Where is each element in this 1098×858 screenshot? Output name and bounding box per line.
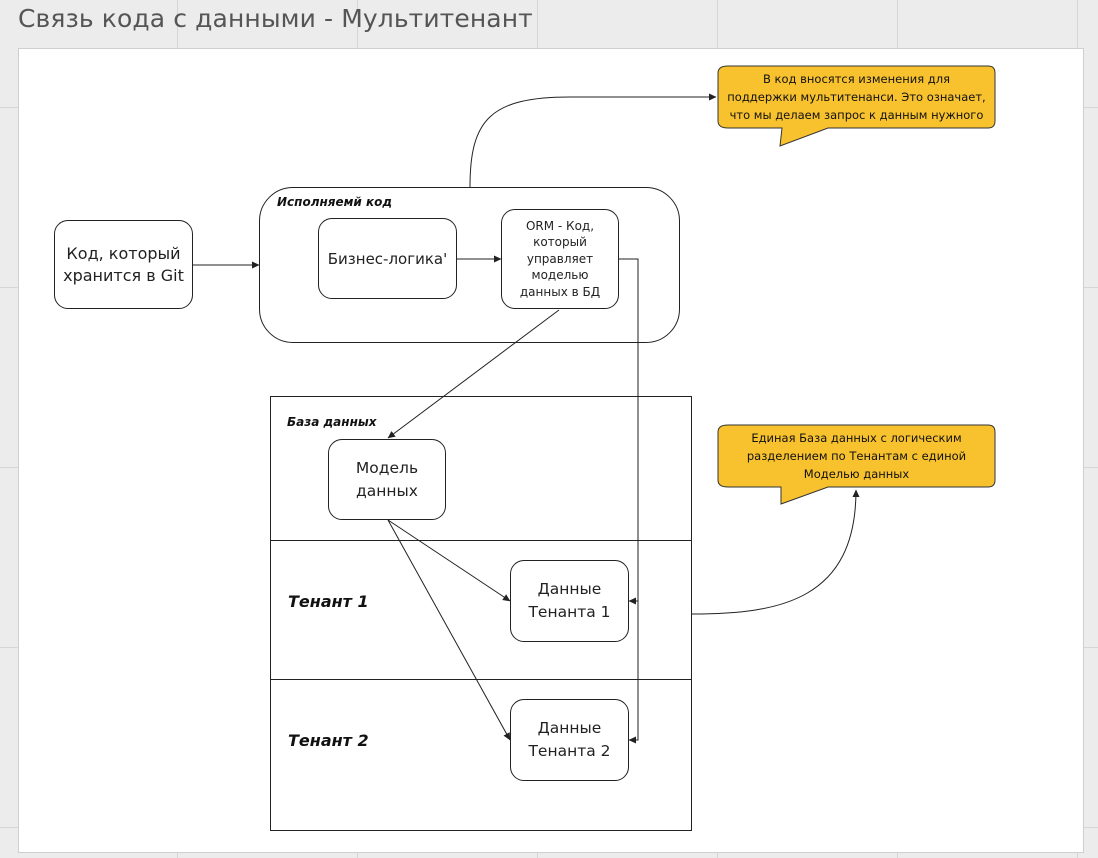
data-model-node[interactable]: Модель данных [328, 439, 446, 520]
database-container[interactable] [270, 396, 692, 831]
edge-db-to-note [691, 489, 860, 615]
edge-orm-to-model [387, 309, 560, 439]
edge-orm-to-tenant1 [619, 258, 639, 605]
note-code-changes-text: В код вносятся изменения для поддержки м… [727, 72, 986, 122]
runtime-code-label: Исполняемй код [277, 195, 393, 209]
tenant1-label: Тенант 1 [288, 592, 369, 611]
page-title: Связь кода с данными - Мультитенант [18, 4, 533, 33]
tenant1-data-node[interactable]: Данные Тенанта 1 [510, 560, 629, 642]
database-label: База данных [287, 415, 377, 429]
business-logic-node[interactable]: Бизнес-логика' [318, 218, 457, 299]
tenant2-data-node[interactable]: Данные Тенанта 2 [510, 699, 629, 781]
tenant1-divider [270, 540, 692, 541]
note-code-changes-shape[interactable] [717, 65, 996, 147]
edge-orm-to-tenant2 [628, 601, 639, 744]
orm-node[interactable]: ORM - Код, который управляет моделью дан… [501, 209, 619, 309]
edge-model-to-tenant2 [387, 519, 511, 741]
tenant2-divider [270, 679, 692, 680]
tenant2-label: Тенант 2 [288, 731, 369, 750]
edge-model-to-tenant1 [387, 519, 511, 602]
note-single-db-text: Единая База данных с логическим разделен… [746, 431, 967, 481]
runtime-code-container[interactable] [259, 187, 680, 343]
note-single-db-shape[interactable] [717, 424, 996, 505]
git-code-node[interactable]: Код, который хранится в Git [54, 220, 193, 309]
edge-runtime-to-note [469, 93, 717, 188]
